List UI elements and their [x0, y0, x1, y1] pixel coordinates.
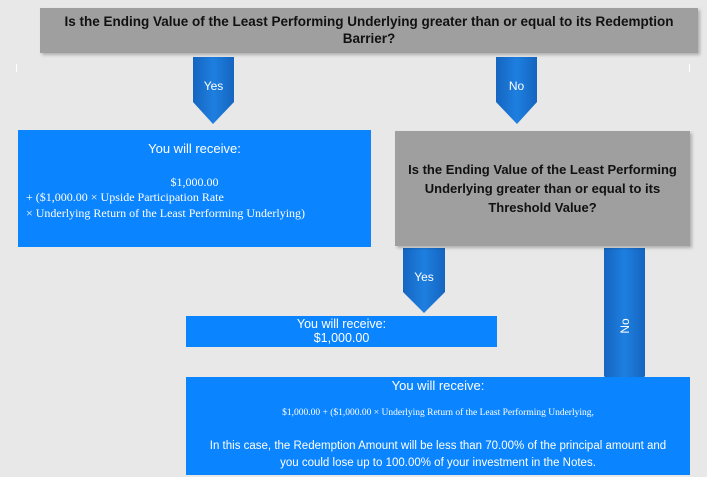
outcome-above-threshold: You will receive: $1,000.00 [186, 316, 497, 347]
edge-tick-right [689, 64, 690, 72]
outcome3-formula: $1,000.00 + ($1,000.00 × Underlying Retu… [282, 408, 594, 418]
outcome1-amount: $1,000.00 [170, 175, 219, 189]
outcome3-header: You will receive: [391, 378, 485, 393]
question2-text: Is the Ending Value of the Least Perform… [408, 162, 677, 215]
arrow-no-1 [496, 57, 537, 124]
arrow-no-2-label: No [618, 318, 632, 334]
arrow-yes-1-label: Yes [203, 79, 224, 93]
outcome1-header: You will receive: [148, 141, 241, 156]
outcome3-warning-line2: you could lose up to 100.00% of your inv… [280, 457, 596, 469]
outcome2-amount: $1,000.00 [313, 331, 370, 345]
arrow-yes-2-label: Yes [414, 270, 434, 284]
outcome2-header: You will receive: [296, 317, 387, 331]
question1-line1: Is the Ending Value of the Least Perform… [64, 14, 674, 29]
arrow-no-2 [604, 248, 645, 400]
question-redemption-barrier: Is the Ending Value of the Least Perform… [40, 8, 698, 53]
outcome1-formula-line2: × Underlying Return of the Least Perform… [26, 206, 306, 220]
arrow-yes-2 [403, 248, 445, 313]
question1-line2: Barrier? [342, 31, 396, 46]
arrow-yes-1 [193, 57, 234, 124]
outcome-below-threshold: You will receive: $1,000.00 + ($1,000.00… [186, 377, 690, 475]
outcome-above-barrier: You will receive: $1,000.00 + ($1,000.00… [18, 130, 371, 247]
edge-tick-left [16, 64, 17, 72]
outcome3-warning-line1: In this case, the Redemption Amount will… [209, 440, 667, 452]
question-threshold-value: Is the Ending Value of the Least Perform… [395, 131, 690, 246]
outcome1-formula-line1: + ($1,000.00 × Upside Participation Rate [26, 190, 224, 204]
arrow-no-1-label: No [508, 79, 525, 93]
